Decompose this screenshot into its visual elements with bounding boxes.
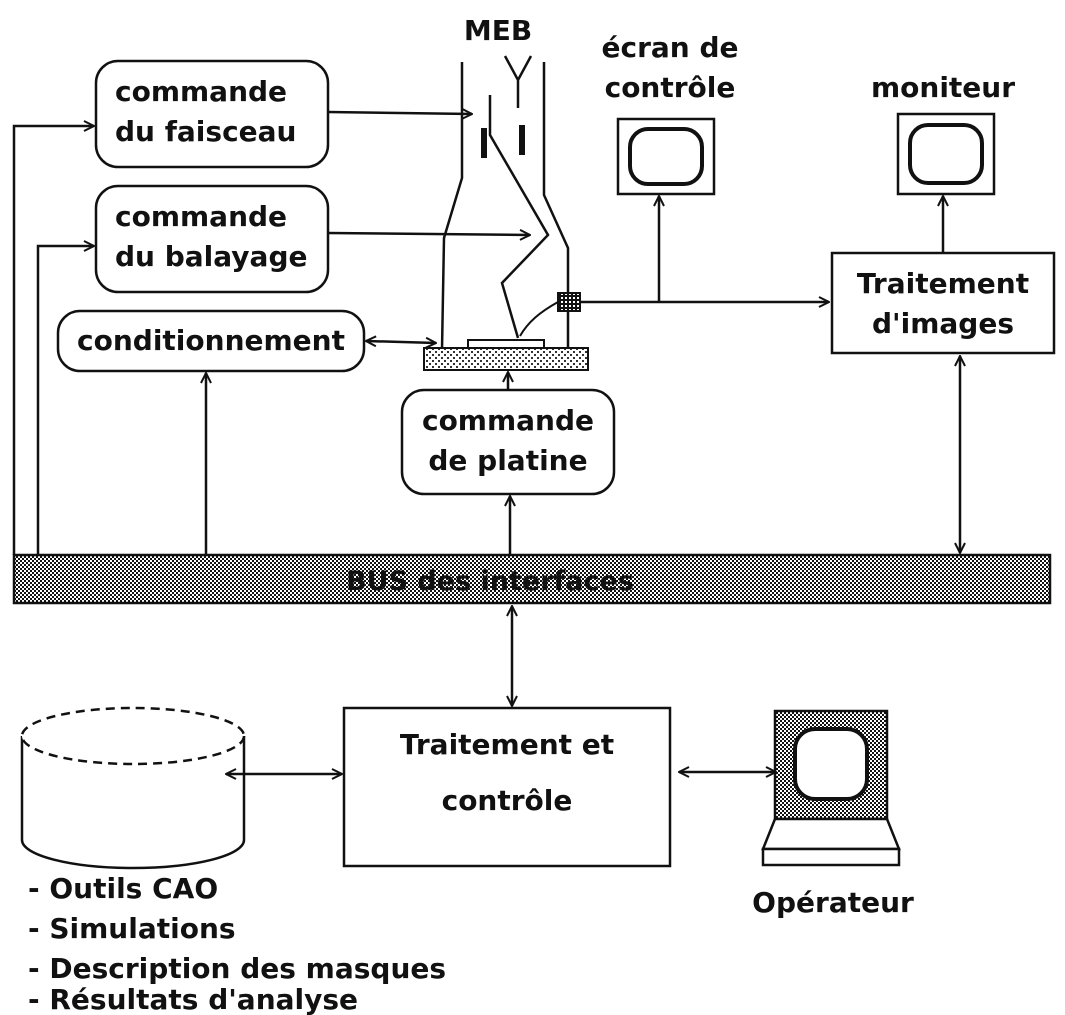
label-ecran-controle: écran de contrôle bbox=[601, 31, 738, 104]
box-conditionnement: conditionnement bbox=[56, 309, 366, 373]
meb-label: MEB bbox=[464, 14, 532, 47]
meb-column: MEB bbox=[423, 14, 589, 371]
svg-text:du faisceau: du faisceau bbox=[115, 115, 296, 148]
box-traitement-controle: Traitement et contrôle bbox=[342, 706, 672, 868]
svg-text:Traitement et: Traitement et bbox=[400, 728, 614, 761]
database-contents-list: - Outils CAO - Simulations - Description… bbox=[28, 872, 446, 1015]
bus-label: BUS des interfaces bbox=[346, 566, 634, 597]
list-item: - Résultats d'analyse bbox=[28, 983, 358, 1015]
label-moniteur: moniteur bbox=[871, 71, 1015, 104]
lens-bar-right-icon bbox=[519, 125, 525, 155]
svg-text:d'images: d'images bbox=[872, 307, 1014, 340]
svg-text:contrôle: contrôle bbox=[442, 784, 573, 817]
svg-text:Traitement: Traitement bbox=[857, 267, 1029, 300]
svg-text:commande: commande bbox=[115, 75, 287, 108]
svg-text:de platine: de platine bbox=[428, 444, 587, 477]
box-commande-platine: commande de platine bbox=[400, 388, 616, 496]
label-operateur: Opérateur bbox=[752, 886, 914, 919]
svg-text:du balayage: du balayage bbox=[115, 240, 307, 273]
list-item: - Description des masques bbox=[28, 952, 446, 985]
operator-terminal-icon bbox=[761, 709, 901, 867]
bus-interfaces: BUS des interfaces bbox=[12, 553, 1052, 605]
connectors bbox=[12, 112, 960, 774]
svg-text:contrôle: contrôle bbox=[605, 71, 736, 104]
box-commande-balayage: commande du balayage bbox=[94, 184, 330, 294]
svg-text:conditionnement: conditionnement bbox=[77, 324, 345, 357]
monitor-icon bbox=[896, 112, 996, 196]
box-traitement-images: Traitement d'images bbox=[830, 251, 1056, 355]
stage-platine-icon bbox=[423, 347, 589, 371]
svg-text:écran de: écran de bbox=[601, 31, 738, 64]
svg-text:commande: commande bbox=[422, 404, 594, 437]
database-cylinder-icon bbox=[20, 706, 246, 870]
box-commande-faisceau: commande du faisceau bbox=[94, 59, 330, 169]
detector-icon bbox=[557, 292, 581, 312]
list-item: - Outils CAO bbox=[28, 872, 218, 905]
list-item: - Simulations bbox=[28, 912, 236, 945]
svg-text:commande: commande bbox=[115, 200, 287, 233]
control-screen-icon bbox=[616, 117, 716, 196]
lens-bar-left-icon bbox=[481, 128, 487, 158]
